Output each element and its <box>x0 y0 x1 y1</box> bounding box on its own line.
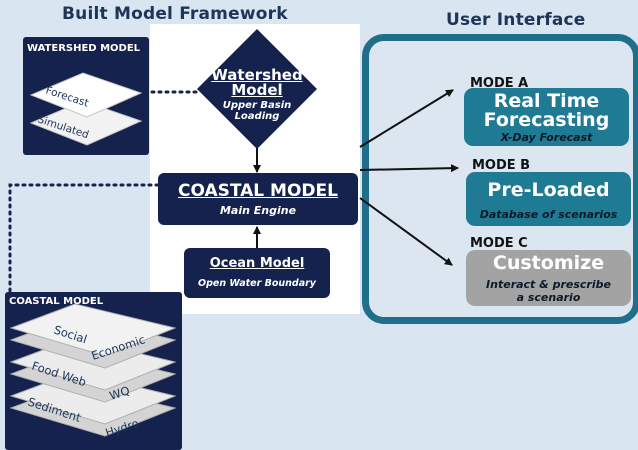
social-layer <box>9 303 177 357</box>
built-model-framework-header: Built Model Framework <box>62 4 288 24</box>
mode-b-box[interactable]: Pre-Loaded Database of scenarios <box>466 172 631 226</box>
mode-a-title-2: Forecasting <box>483 109 610 131</box>
ocean-model-subtitle: Open Water Boundary <box>198 278 316 289</box>
watershed-diamond-title-2: Model <box>231 81 283 99</box>
arrow-to-mode-b <box>359 164 459 173</box>
watershed-diamond-sub-2: Loading <box>234 111 280 122</box>
mode-c-label: MODE C <box>470 236 528 251</box>
coastal-layer-stack: Social Economic Food Web WQ Sediment Hyd… <box>9 303 177 440</box>
coastal-model-main-box: COASTAL MODEL Main Engine <box>158 173 358 225</box>
coastal-model-card: COASTAL MODEL Social Economic Food Web W… <box>5 292 182 450</box>
user-interface-header: User Interface <box>446 10 586 30</box>
coastal-main-title: COASTAL MODEL <box>178 181 338 201</box>
coastal-main-subtitle: Main Engine <box>219 204 297 217</box>
mode-a-subtitle: X-Day Forecast <box>500 131 593 144</box>
wq-label: WQ <box>108 383 132 403</box>
mode-b-subtitle: Database of scenarios <box>479 208 618 221</box>
arrow-to-mode-a <box>359 89 454 148</box>
forecast-layer <box>29 72 143 118</box>
mode-a-title-1: Real Time <box>493 90 600 112</box>
dotted-link-coastal <box>8 183 160 299</box>
ocean-model-box: Ocean Model Open Water Boundary <box>184 248 330 298</box>
mode-c-subtitle-2: a scenario <box>516 291 581 304</box>
watershed-model-card: WATERSHED MODEL Forecast Simulated <box>23 37 149 155</box>
watershed-diamond-sub-1: Upper Basin <box>222 100 292 111</box>
watershed-diamond-text: Watershed Model Upper Basin Loading <box>196 66 318 123</box>
arrow-to-mode-c <box>359 197 453 266</box>
mode-a-box[interactable]: Real Time Forecasting X-Day Forecast <box>464 88 629 146</box>
mode-c-subtitle-1: Interact & prescribe <box>486 278 611 291</box>
watershed-diamond-title-1: Watershed <box>211 66 303 84</box>
watershed-layer-stack: Forecast Simulated <box>29 72 143 146</box>
coastal-card-title: COASTAL MODEL <box>9 296 104 307</box>
mode-a-label: MODE A <box>470 76 529 91</box>
mode-c-box[interactable]: Customize Interact & prescribe a scenari… <box>466 250 631 306</box>
mode-c-title: Customize <box>492 252 605 274</box>
watershed-model-diamond <box>197 29 317 149</box>
watershed-card-title: WATERSHED MODEL <box>27 43 141 54</box>
mode-b-title: Pre-Loaded <box>487 179 610 201</box>
ocean-model-title: Ocean Model <box>209 256 305 271</box>
mode-b-label: MODE B <box>472 158 531 173</box>
